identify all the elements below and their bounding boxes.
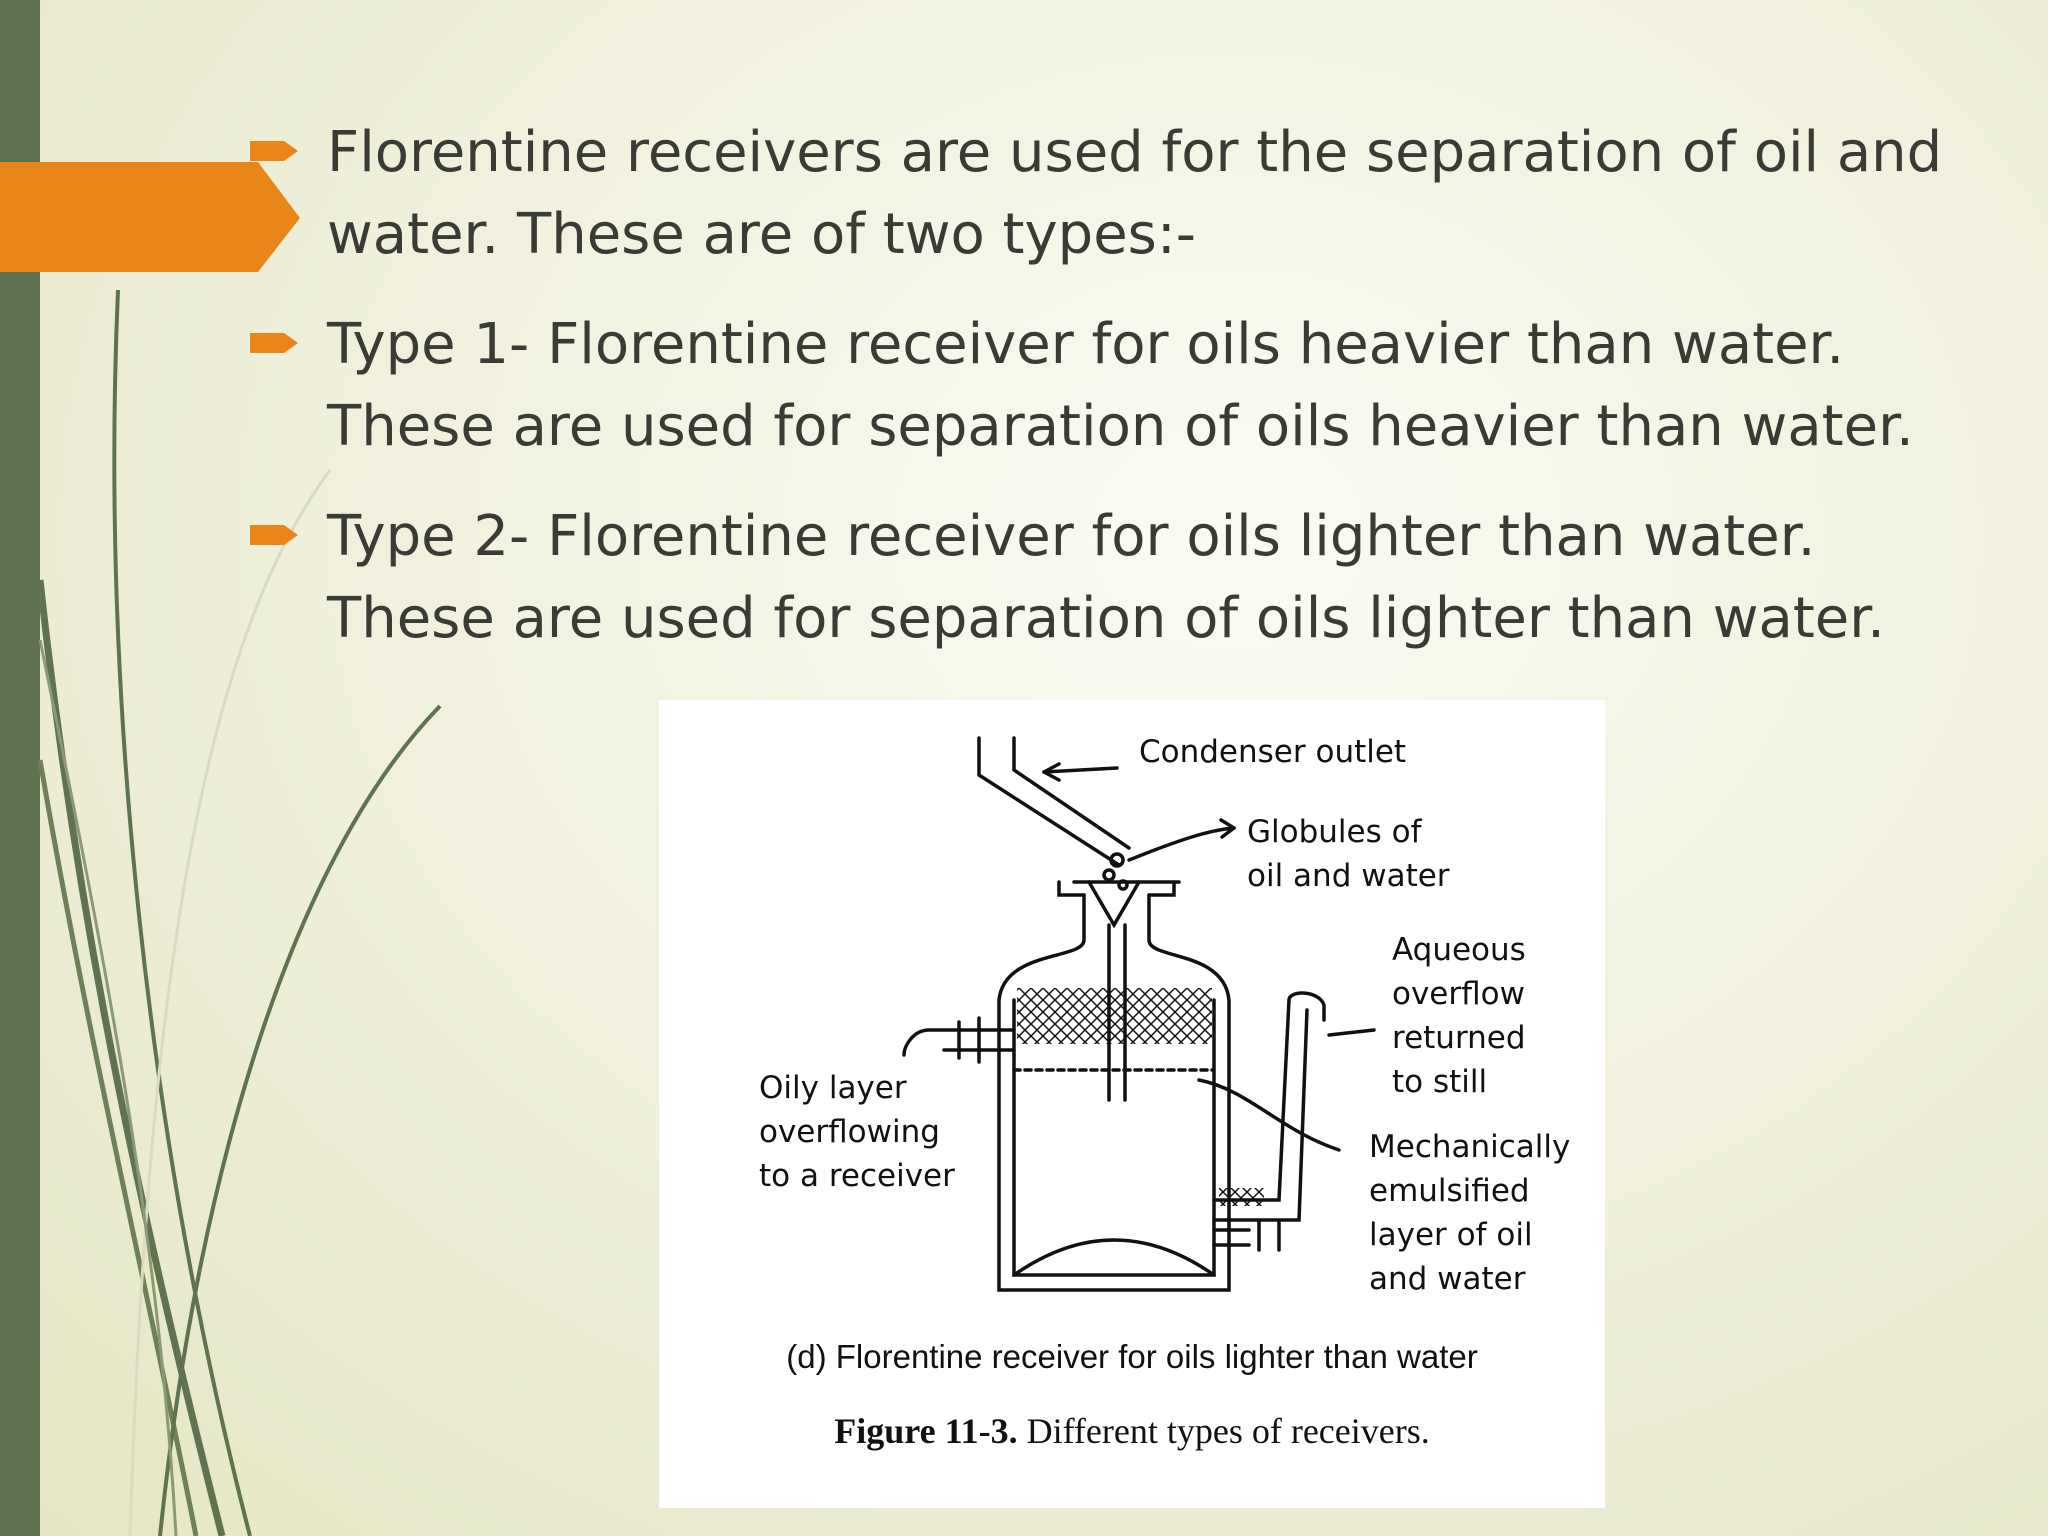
label-mechanical-line1: Mechanically: [1369, 1129, 1571, 1165]
bullet-item: Type 2- Florentine receiver for oils lig…: [250, 496, 1990, 660]
florentine-receiver-figure: Condenser outlet Globules of oil and wat…: [659, 700, 1605, 1508]
label-mechanical-line3: layer of oil: [1369, 1217, 1533, 1253]
bullet-arrow-icon: [250, 141, 298, 161]
label-aqueous-line2: overflow: [1392, 976, 1525, 1012]
orange-arrow-tab: [0, 162, 300, 272]
receiver-diagram: [902, 736, 1376, 1292]
bullet-item: Florentine receivers are used for the se…: [250, 112, 1990, 276]
label-globules-line2: oil and water: [1247, 858, 1450, 894]
label-mechanical-line4: and water: [1369, 1261, 1526, 1297]
bullet-item: Type 1- Florentine receiver for oils hea…: [250, 304, 1990, 468]
label-globules-line1: Globules of: [1247, 814, 1422, 850]
label-mechanical-line2: emulsified: [1369, 1173, 1530, 1209]
figure-subcaption: (d) Florentine receiver for oils lighter…: [786, 1338, 1478, 1375]
label-oily-line3: to a receiver: [759, 1158, 955, 1194]
figure-caption: Figure 11-3. Different types of receiver…: [659, 1410, 1605, 1452]
label-aqueous-line1: Aqueous: [1392, 932, 1526, 968]
figure-caption-text: Different types of receivers.: [1026, 1411, 1430, 1451]
bullet-text: Type 1- Florentine receiver for oils hea…: [327, 312, 1914, 459]
label-condenser-outlet: Condenser outlet: [1139, 734, 1407, 770]
label-oily-line2: overflowing: [759, 1114, 940, 1150]
bullet-list: Florentine receivers are used for the se…: [250, 112, 1990, 688]
label-aqueous-line3: returned: [1392, 1020, 1526, 1056]
bullet-arrow-icon: [250, 333, 298, 353]
bullet-text: Type 2- Florentine receiver for oils lig…: [327, 504, 1885, 651]
bullet-text: Florentine receivers are used for the se…: [327, 120, 1943, 267]
figure-caption-label: Figure 11-3.: [834, 1411, 1018, 1451]
label-aqueous-line4: to still: [1392, 1064, 1488, 1100]
label-oily-line1: Oily layer: [759, 1070, 907, 1106]
bullet-arrow-icon: [250, 525, 298, 545]
